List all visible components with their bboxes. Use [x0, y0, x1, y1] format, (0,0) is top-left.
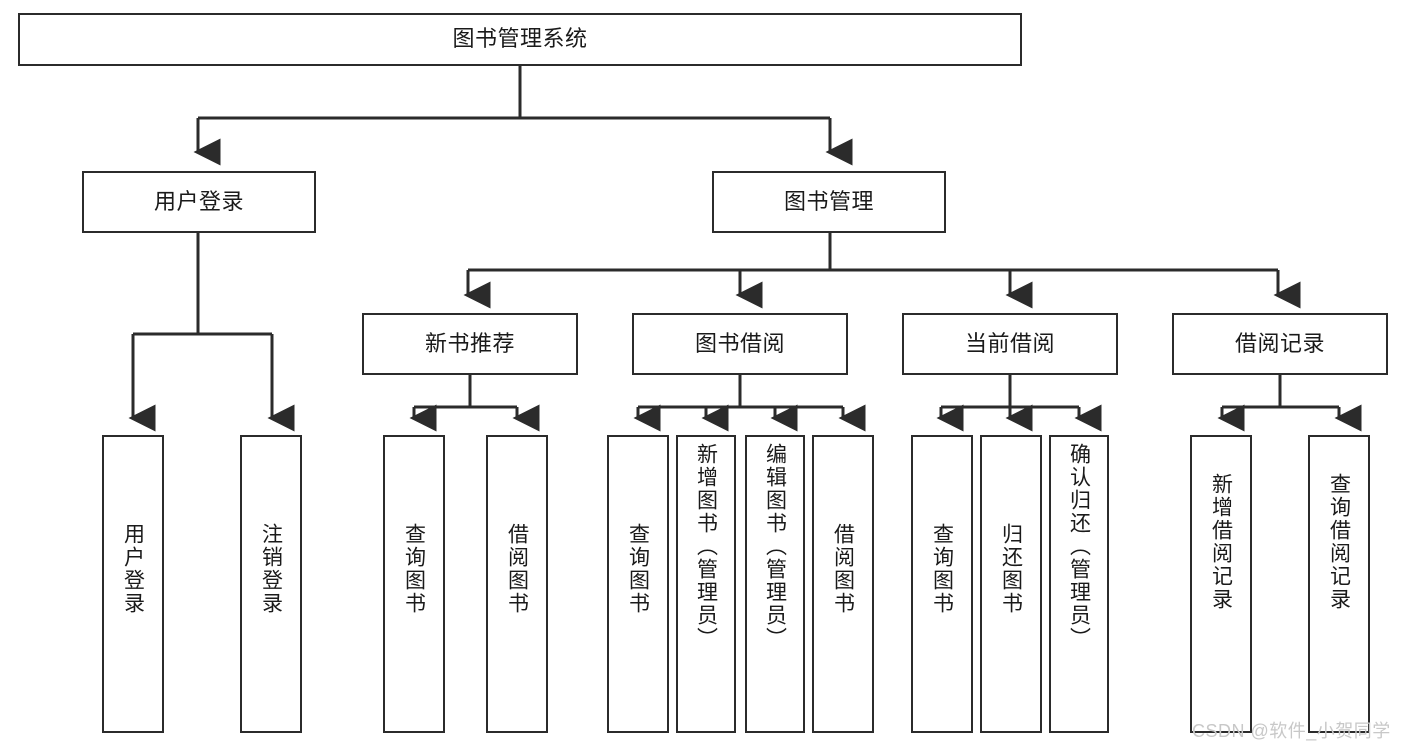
node-label: 查询图书 [402, 523, 426, 615]
node-label: 图书借阅 [694, 330, 785, 356]
node-current-borrow[interactable]: 当前借阅 [902, 313, 1118, 375]
node-new-book-recommend[interactable]: 新书推荐 [362, 313, 578, 375]
leaf-logout-login[interactable]: 注销登录 [240, 435, 302, 733]
node-label: 查询图书 [930, 523, 954, 615]
node-label: 注销登录 [259, 523, 283, 615]
node-borrow-record[interactable]: 借阅记录 [1172, 313, 1388, 375]
leaf-user-login[interactable]: 用户登录 [102, 435, 164, 733]
leaf-add-borrow-record[interactable]: 新增借阅记录 [1190, 435, 1252, 733]
node-label: 新增借阅记录 [1209, 473, 1233, 611]
node-label: 查询图书 [626, 523, 650, 615]
node-label: 当前借阅 [964, 330, 1055, 356]
csdn-watermark: CSDN @软件_小贺同学 [1192, 721, 1391, 741]
node-label: 新增图书（管理员） [694, 443, 718, 650]
leaf-query-book-new[interactable]: 查询图书 [383, 435, 445, 733]
node-book-management[interactable]: 图书管理 [712, 171, 946, 233]
node-label: 确认归还（管理员） [1067, 443, 1091, 650]
leaf-query-book-current[interactable]: 查询图书 [911, 435, 973, 733]
node-label: 用户登录 [153, 188, 244, 214]
node-label: 查询借阅记录 [1327, 473, 1351, 611]
node-label: 归还图书 [999, 523, 1023, 615]
leaf-query-borrow-record[interactable]: 查询借阅记录 [1308, 435, 1370, 733]
node-label: 借阅记录 [1234, 330, 1325, 356]
leaf-return-book[interactable]: 归还图书 [980, 435, 1042, 733]
node-label: 用户登录 [121, 523, 145, 615]
node-label: 新书推荐 [424, 330, 515, 356]
node-label: 图书管理 [783, 188, 874, 214]
node-root-system[interactable]: 图书管理系统 [18, 13, 1022, 66]
leaf-add-book-admin[interactable]: 新增图书（管理员） [676, 435, 736, 733]
node-label: 图书管理系统 [452, 26, 588, 52]
leaf-borrow-book-new[interactable]: 借阅图书 [486, 435, 548, 733]
node-label: 借阅图书 [831, 523, 855, 615]
node-user-login[interactable]: 用户登录 [82, 171, 316, 233]
node-book-borrow[interactable]: 图书借阅 [632, 313, 848, 375]
leaf-borrow-book[interactable]: 借阅图书 [812, 435, 874, 733]
node-label: 编辑图书（管理员） [763, 443, 787, 650]
leaf-query-book-borrow[interactable]: 查询图书 [607, 435, 669, 733]
node-label: 借阅图书 [505, 523, 529, 615]
leaf-edit-book-admin[interactable]: 编辑图书（管理员） [745, 435, 805, 733]
leaf-confirm-return-admin[interactable]: 确认归还（管理员） [1049, 435, 1109, 733]
